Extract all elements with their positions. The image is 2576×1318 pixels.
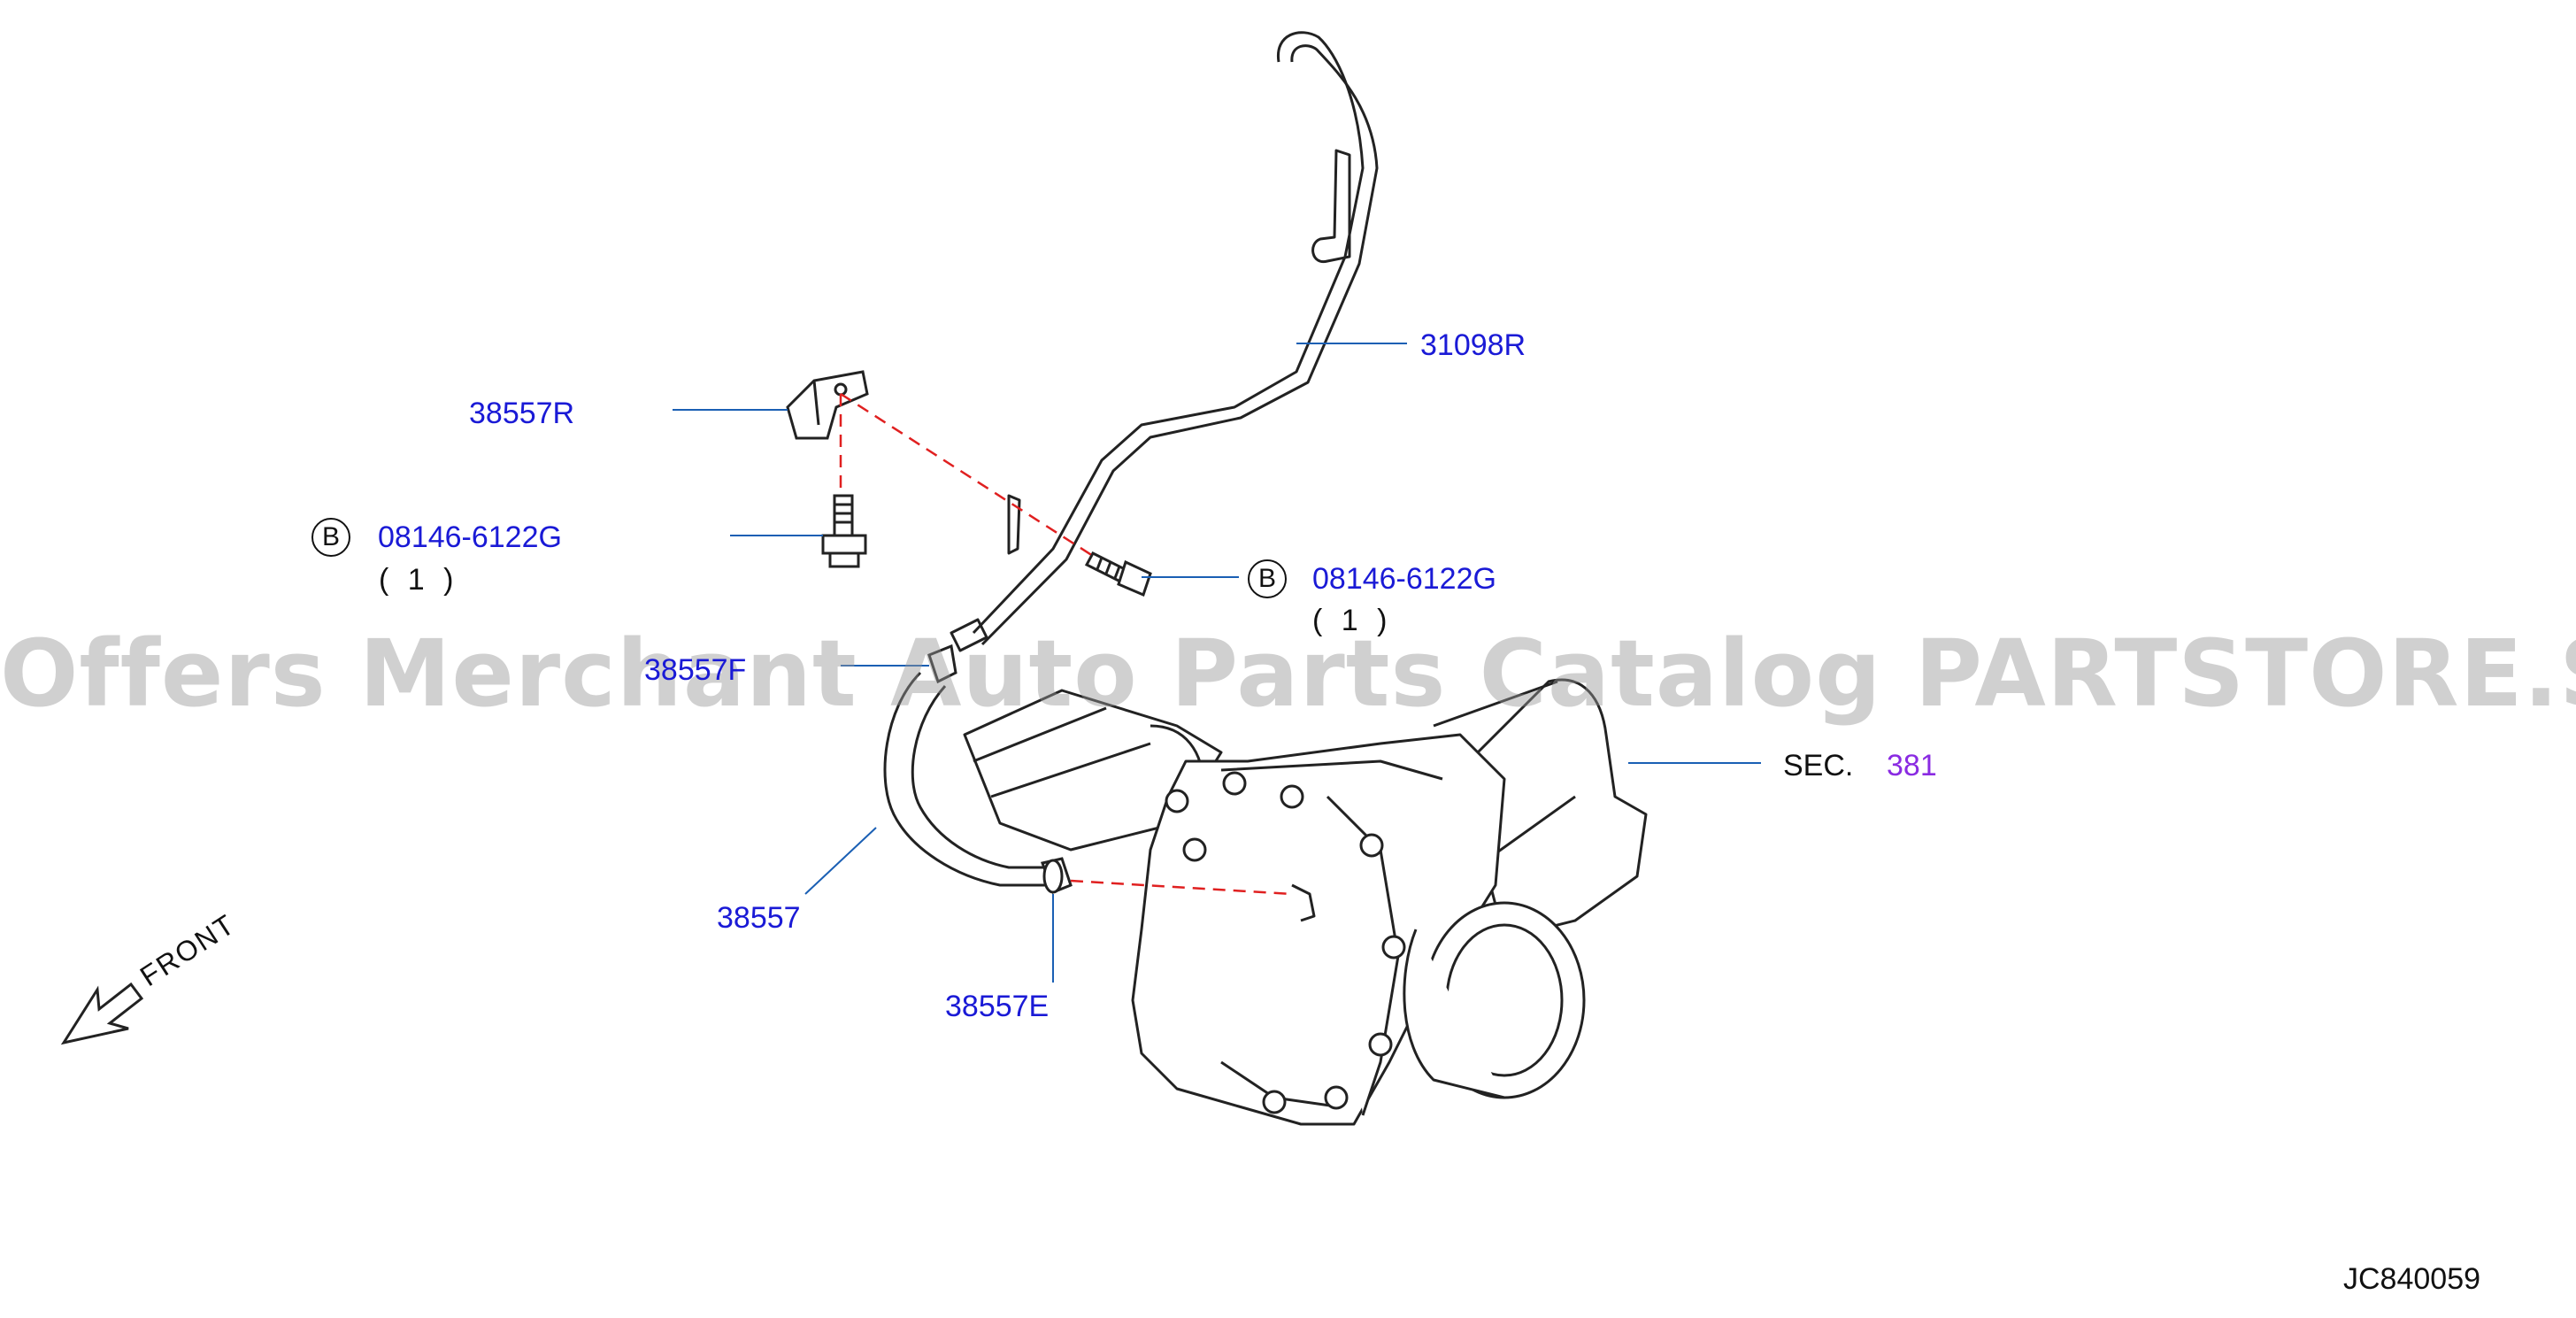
- part-label-bolt-right[interactable]: 08146-6122G: [1312, 562, 1496, 596]
- rear-differential: [963, 678, 1648, 1126]
- bolt-left: [821, 494, 867, 568]
- part-label-bolt-left[interactable]: 08146-6122G: [378, 520, 562, 554]
- part-label-38557F[interactable]: 38557F: [644, 653, 747, 687]
- bolt-right: [1084, 551, 1152, 597]
- bolt-badge-left: B: [311, 518, 350, 557]
- bolt-badge-right: B: [1248, 559, 1287, 598]
- diagram-id: JC840059: [2343, 1262, 2481, 1296]
- part-label-31098R[interactable]: 31098R: [1420, 328, 1526, 362]
- section-link-381[interactable]: 381: [1887, 749, 1937, 782]
- clip-38557E: [1041, 857, 1073, 894]
- part-label-38557R[interactable]: 38557R: [469, 397, 575, 430]
- breather-pipe-31098R: [950, 31, 1379, 652]
- quantity-bolt-left: ( 1 ): [379, 563, 459, 597]
- watermark-text: Offers Merchant Auto Parts Catalog PARTS…: [0, 620, 2576, 728]
- hose-38557: [883, 644, 1053, 887]
- quantity-bolt-right: ( 1 ): [1312, 604, 1393, 637]
- front-arrow-icon: [60, 982, 144, 1045]
- section-prefix: SEC.: [1783, 749, 1854, 782]
- leader-lines: [673, 343, 1761, 983]
- part-label-38557E[interactable]: 38557E: [945, 990, 1050, 1023]
- bracket-38557R: [786, 370, 869, 440]
- dashed-alignment-lines: [839, 392, 1293, 896]
- part-label-38557[interactable]: 38557: [717, 901, 801, 935]
